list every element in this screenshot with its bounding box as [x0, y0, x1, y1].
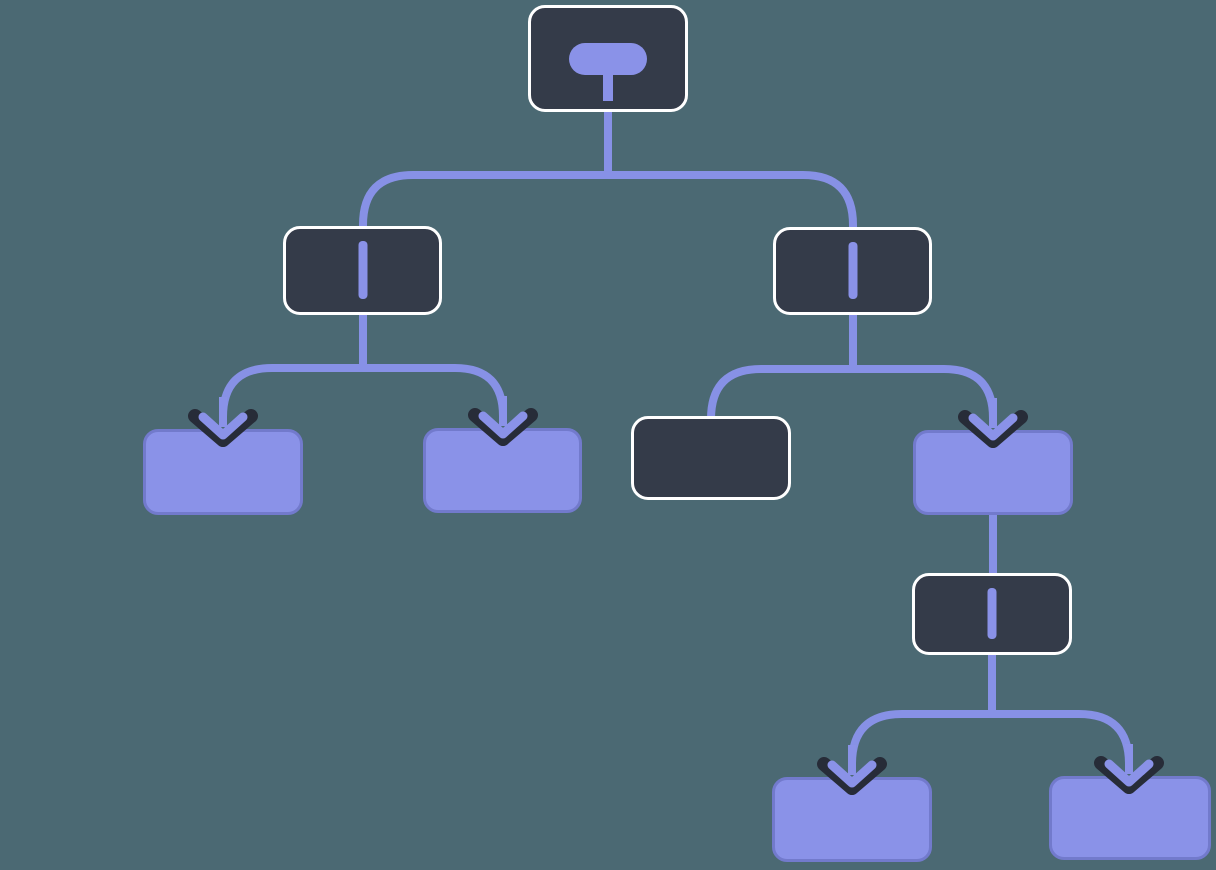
pass-through-line-glyph [848, 242, 857, 299]
branch-left-node[interactable] [283, 226, 442, 315]
root-pill-glyph [531, 8, 685, 109]
edge-root-split-to-branch-left [359, 108, 612, 232]
leaf-bottom-2-node[interactable] [1049, 776, 1211, 860]
pass-through-line-glyph [358, 241, 367, 299]
branch-right-node[interactable] [773, 227, 932, 315]
branch-bottom-node[interactable] [912, 573, 1072, 655]
leaf-mid-dark-node[interactable] [631, 416, 791, 500]
leaf-left-2-node[interactable] [423, 428, 582, 513]
root-node[interactable] [528, 5, 688, 112]
pass-through-line-glyph [987, 588, 997, 639]
root-pill-stem [603, 70, 613, 101]
root-pill-shape [569, 43, 647, 75]
edge-right-split-to-leaf-mid-dark [707, 311, 857, 423]
leaf-bottom-1-node[interactable] [772, 777, 932, 862]
leaf-left-1-node[interactable] [143, 429, 303, 515]
edge-root-split-to-branch-right [604, 108, 857, 233]
node-mid-right-node[interactable] [913, 430, 1073, 515]
